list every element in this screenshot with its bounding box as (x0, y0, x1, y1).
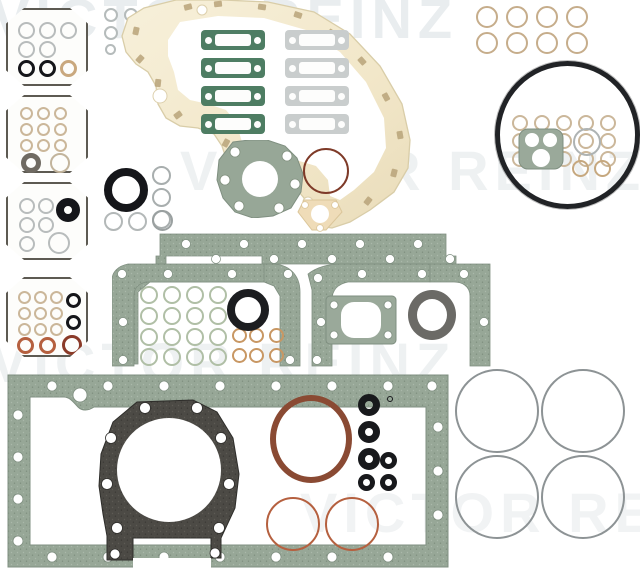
rear-crank-seal-brown (270, 395, 352, 483)
envelope-pack-1 (6, 8, 88, 86)
upper-pan-gasket (112, 233, 491, 367)
crank-seal-front (227, 289, 269, 331)
oil-pan-gasket (7, 374, 449, 568)
manifold-gasket-green-1 (201, 30, 265, 50)
oring-red-2 (325, 497, 379, 551)
figure8-gasket (518, 128, 564, 170)
rect-flange-gasket (325, 295, 397, 345)
oil-pump-gasket (216, 140, 304, 218)
oring-grid-topright (476, 6, 600, 54)
manifold-gasket-grey-4 (285, 114, 349, 134)
manifold-gasket-grey-1 (285, 30, 349, 50)
oring-grey-quad-2 (541, 369, 625, 453)
envelope-pack-4 (6, 277, 88, 357)
oring-brown-medium (303, 148, 349, 194)
rear-main-seal-housing-gasket (98, 399, 240, 579)
oring-grey-quad-1 (455, 369, 539, 453)
oring-grey-quad-3 (455, 455, 539, 539)
oring-black-medium (104, 168, 148, 212)
manifold-gasket-green-4 (201, 114, 265, 134)
oring-red-1 (266, 497, 320, 551)
oring-copper-pair (249, 328, 285, 366)
oring-grey-inner (573, 128, 601, 156)
manifold-gasket-green-2 (201, 58, 265, 78)
manifold-gasket-grey-3 (285, 86, 349, 106)
triangle-flange-gasket (297, 199, 343, 232)
manifold-gasket-grey-2 (285, 58, 349, 78)
oring-grey-quad-4 (541, 455, 625, 539)
oring-tan-inner-2 (594, 160, 611, 177)
oring-grid-green (140, 286, 248, 366)
oring-tan-inner-1 (572, 160, 589, 177)
sealing-washer-stack (358, 394, 420, 491)
oring-cluster-lower (104, 208, 176, 234)
envelope-pack-3 (6, 182, 88, 260)
oring-black-large (495, 61, 640, 209)
seal-grey-shaft (408, 290, 456, 340)
manifold-gasket-green-3 (201, 86, 265, 106)
envelope-pack-2 (6, 95, 88, 173)
